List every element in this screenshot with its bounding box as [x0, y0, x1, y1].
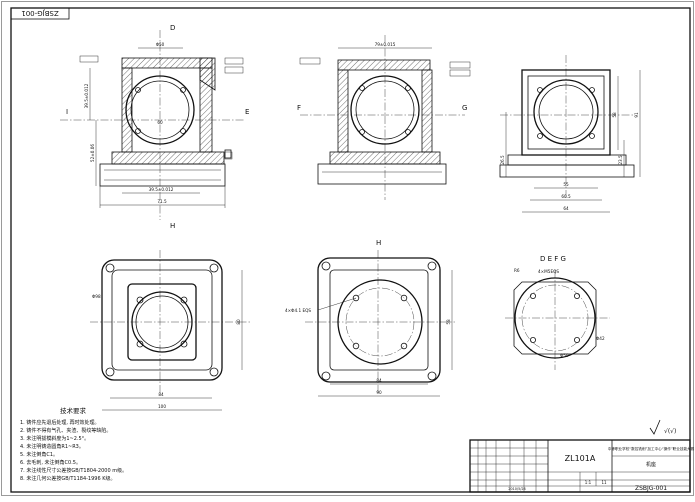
front-section-view: 71.5 39.5±0.012 39.5±0.012 52±0.06 60 Φ5… — [60, 24, 249, 230]
dim-right-64: 64 — [563, 206, 569, 211]
dim-detail-holes: 4×M5EQS — [538, 269, 559, 274]
inner-border — [10, 7, 691, 493]
technical-requirements: 技术要求 1. 铸件应先退后处理, 再时效处理。 2. 铸件不得有气孔、夹渣、裂… — [20, 406, 127, 482]
side-section-view: 79±0.015 F G — [297, 35, 471, 200]
tech-req-item: 6. 去毛刺, 未注倒角C0.5。 — [20, 459, 81, 466]
dim-right-h2: 58 — [612, 112, 617, 118]
dim-front-height-a: 39.5±0.012 — [84, 83, 89, 108]
dim-plan2-84: 84 — [376, 378, 382, 383]
roughness-symbol: √(√) — [649, 419, 676, 435]
title-code: ZL101A — [565, 454, 596, 463]
label-h-section: H — [376, 239, 381, 247]
dim-plan2-90: 90 — [376, 390, 382, 395]
plan-view-2: 84 90 58 4×Φ4.1 EQS H — [285, 239, 455, 397]
title-scale: 1:1 — [585, 480, 592, 485]
dim-front-total: 71.5 — [157, 199, 167, 204]
dim-detail-r6: R6 — [514, 268, 520, 273]
detail-view: D E F G 4×M5EQS R6 Φ42 Φ59 — [505, 255, 610, 370]
dim-plan-100: 100 — [158, 404, 166, 409]
dim-side-top: 79±0.015 — [375, 42, 396, 47]
label-d: D — [170, 24, 175, 32]
label-h-top: H — [170, 222, 175, 230]
tech-req-item: 4. 未注明铸造圆角R1~R3。 — [20, 443, 84, 450]
dim-front-bottom: 39.5±0.012 — [149, 187, 174, 192]
title-drawing-number: ZSBJG-001 — [635, 485, 667, 492]
tech-req-item: 7. 未注线性尺寸公差按GB/T1804-2000 m级。 — [20, 467, 127, 474]
dim-front-bore: 60 — [157, 120, 163, 125]
dim-plan-h: 80 — [236, 319, 241, 325]
dim-plan-phi: Φ98 — [92, 294, 101, 299]
label-defg: D E F G — [540, 255, 566, 263]
dim-front-top-bore: Φ50 — [156, 42, 165, 47]
label-g: G — [462, 104, 467, 112]
title-date: 2010/5/28 — [508, 487, 525, 491]
dim-plan2-h: 58 — [446, 319, 451, 325]
label-e: E — [245, 108, 249, 116]
roughness-general: √(√) — [664, 428, 676, 435]
dim-plan2-holes: 4×Φ4.1 EQS — [285, 308, 311, 313]
dim-right-h1: 91 — [634, 112, 639, 118]
tech-req-item: 1. 铸件应先退后处理, 再时效处理。 — [20, 419, 100, 426]
tech-req-item: 2. 铸件不得有气孔、夹渣、裂纹等缺陷。 — [20, 427, 111, 434]
title-part-name: 机座 — [646, 461, 656, 468]
dim-detail-phi59: Φ59 — [560, 353, 569, 358]
right-view: 55 60.5 64 91 58 26.5 23.5 — [499, 55, 641, 213]
tech-req-heading: 技术要求 — [60, 406, 87, 415]
label-i: I — [66, 108, 68, 116]
title-project: 中等职业学校“数控铣削”加工中心“操作”职业技能大赛 — [608, 446, 695, 451]
tech-req-item: 3. 未注明拔模斜度为1~2.5°。 — [20, 435, 89, 442]
label-f: F — [297, 104, 301, 112]
dim-right-h4: 23.5 — [618, 155, 623, 165]
title-sheets: 11 — [601, 480, 607, 485]
plan-view: 84 100 80 Φ98 — [90, 250, 250, 411]
dim-plan-84: 84 — [158, 392, 164, 397]
dim-right-60: 60.5 — [561, 194, 571, 199]
rotated-number-box: ZSBJG-001 — [10, 7, 70, 20]
dim-front-height-b: 52±0.06 — [90, 144, 95, 162]
title-block: ZL101A 中等职业学校“数控铣削”加工中心“操作”职业技能大赛 机座 ZSB… — [469, 439, 695, 493]
tech-req-item: 8. 未注几何公差按GB/T1184-1996 K级。 — [20, 475, 116, 482]
dim-right-55: 55 — [563, 182, 569, 187]
dim-right-h3: 26.5 — [500, 155, 505, 165]
tech-req-item: 5. 未注倒角C1。 — [20, 451, 58, 458]
rotated-drawing-number: ZSBJG-001 — [21, 9, 58, 17]
dim-detail-phi42: Φ42 — [596, 336, 605, 341]
